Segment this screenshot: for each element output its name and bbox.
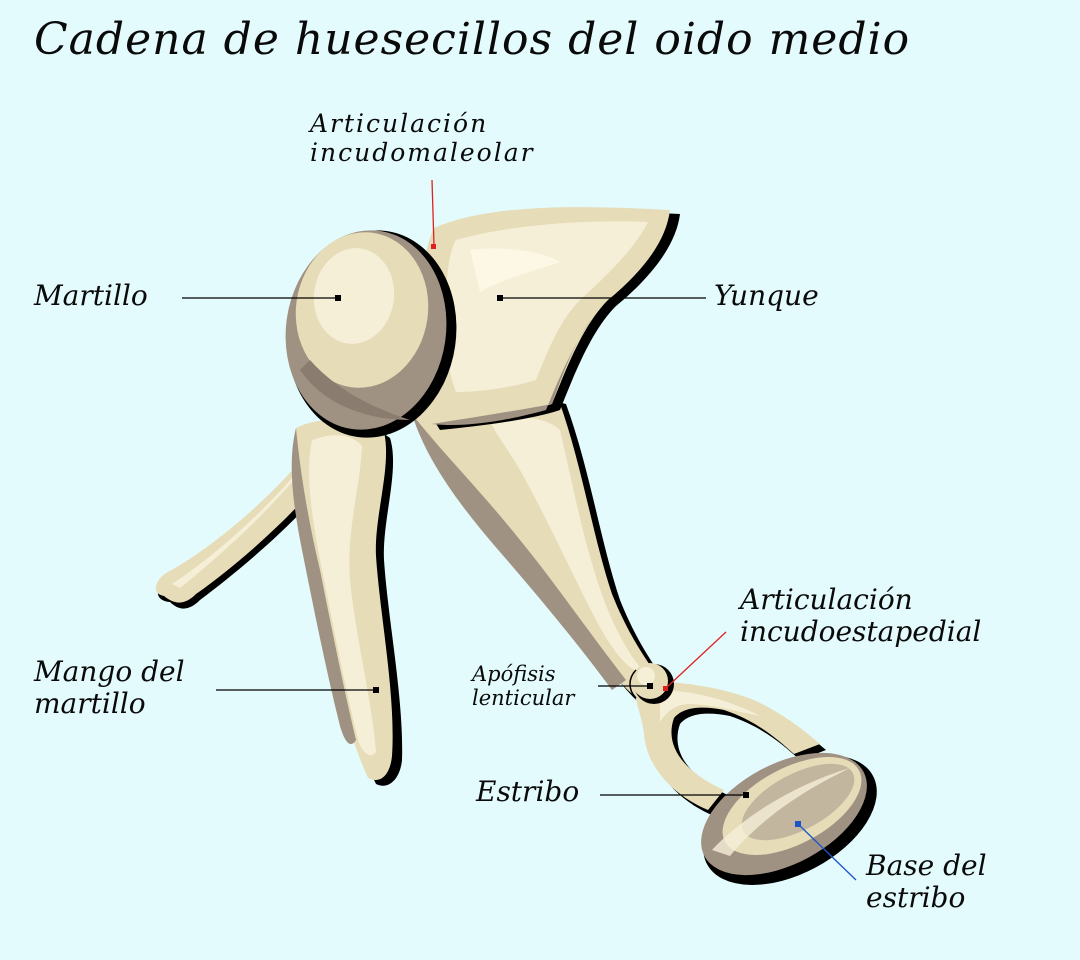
label-line: martillo [34, 687, 146, 721]
label-line: incudoestapedial [740, 615, 982, 649]
label-yunque: Yunque [714, 279, 819, 312]
label-base-del-estribo: Base del estribo [866, 849, 987, 915]
label-articulacion-incudomaleolar: Articulación incudomaleolar [310, 109, 535, 168]
label-articulacion-incudoestapedial: Articulación incudoestapedial [740, 583, 982, 649]
leader-incudoestapedial [665, 631, 727, 689]
marker-yunque [497, 295, 503, 301]
label-apofisis-lenticular: Apófisis lenticular [472, 662, 574, 710]
lenticular-process [629, 663, 674, 704]
incus-body [413, 207, 680, 430]
label-line: Articulación [740, 583, 913, 616]
stapes-crura [634, 681, 826, 816]
malleus-head [285, 230, 457, 438]
marker-incudomaleolar [431, 244, 436, 249]
leader-base [797, 823, 857, 881]
leader-incudomaleolar [431, 179, 435, 247]
label-martillo: Martillo [34, 279, 148, 312]
label-line: Articulación [310, 109, 489, 138]
stapes-footplate [701, 752, 877, 885]
marker-incudoestapedial [663, 686, 668, 691]
diagram-title: Cadena de huesecillos del oido medio [34, 14, 911, 65]
label-line: lenticular [472, 686, 575, 711]
marker-mango [373, 687, 379, 693]
label-mango-del-martillo: Mango del martillo [34, 655, 185, 721]
marker-base [795, 821, 801, 827]
label-line: estribo [866, 881, 966, 915]
label-line: Base del [866, 849, 987, 882]
marker-apofisis [647, 683, 653, 689]
label-estribo: Estribo [476, 775, 580, 808]
label-line: Mango del [34, 655, 185, 688]
label-line: Apófisis [472, 662, 556, 686]
marker-martillo [335, 295, 341, 301]
incus-long-process [412, 392, 670, 710]
label-line: incudomaleolar [310, 137, 535, 167]
marker-estribo [743, 792, 749, 798]
leader-lines [182, 179, 857, 881]
malleus-handle [291, 419, 403, 786]
